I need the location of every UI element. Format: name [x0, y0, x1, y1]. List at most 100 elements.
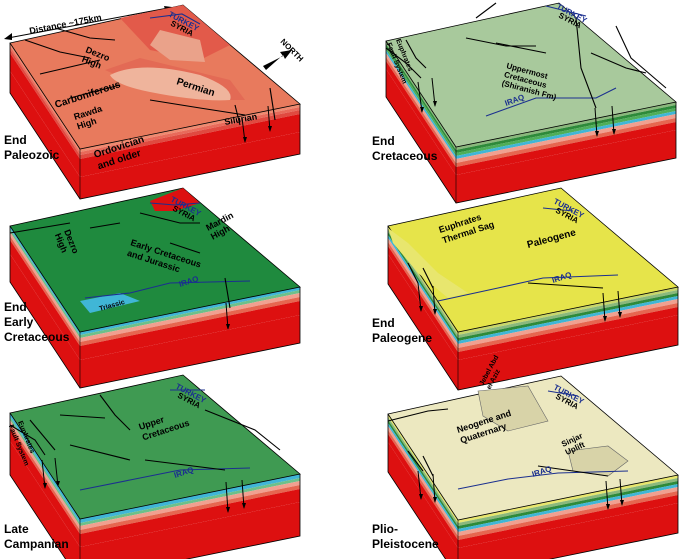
- strata-left-1: [386, 44, 456, 153]
- strata-right-3: [458, 484, 678, 532]
- fault-line-7: [615, 25, 667, 89]
- fault-line-2: [139, 212, 200, 224]
- block-outline: [387, 414, 679, 559]
- north-arrow: NORTH: [263, 37, 305, 70]
- strata-right-2: [80, 110, 300, 159]
- strata-right-2: [456, 108, 676, 156]
- side-fault-arrow-2: [226, 507, 230, 513]
- fault-line-4: [149, 99, 246, 116]
- border-line-1: [485, 87, 617, 117]
- top-surface: [9, 374, 301, 520]
- side-fault-arrow-3: [242, 503, 246, 509]
- fault-line-3: [169, 242, 201, 254]
- strata-right-1: [80, 290, 300, 338]
- fault-line-5: [575, 17, 597, 109]
- side-fault-arrow-0: [226, 324, 230, 330]
- fault-line-1: [54, 27, 116, 41]
- strata-left-1: [10, 229, 80, 338]
- strata-left-5: [388, 430, 458, 540]
- fault-line-0: [407, 262, 419, 284]
- top-patch-1: [567, 445, 629, 477]
- strata-left-5: [386, 57, 456, 167]
- side-fault-arrow-3: [620, 500, 624, 506]
- fault-line-2: [465, 37, 536, 47]
- top-patch-0: [120, 5, 230, 60]
- caption-end-paleogene: End Paleogene: [372, 316, 433, 345]
- strata-left-0: [10, 413, 80, 523]
- block-body-left: [386, 69, 456, 203]
- strata-left-0: [10, 43, 80, 152]
- strata-left-0: [388, 414, 458, 523]
- fault-line-5: [234, 104, 241, 126]
- strata-left-6: [386, 61, 456, 175]
- fault-line-0: [24, 39, 91, 59]
- strata-right-2: [80, 481, 300, 530]
- fault-line-1: [89, 222, 121, 229]
- strata-left-3: [10, 53, 80, 177]
- fault-line-1: [405, 39, 427, 69]
- strata-right-0: [458, 475, 678, 523]
- strata-right-0: [456, 102, 676, 150]
- fault-line-4: [495, 42, 547, 54]
- strata-right-4: [458, 299, 678, 348]
- strata-right-3: [458, 296, 678, 344]
- caption-plio-pleistocene: Plio- Pleistocene: [372, 522, 439, 551]
- strata-left-1: [388, 417, 458, 526]
- side-fault-arrow-1: [433, 497, 437, 503]
- strata-right-1: [80, 478, 300, 526]
- block-body-left: [388, 442, 458, 559]
- strata-left-3: [10, 424, 80, 534]
- strata-left-6: [388, 246, 458, 360]
- strata-left-3: [388, 423, 458, 532]
- fault-line-4: [224, 277, 231, 309]
- strata-right-5: [458, 303, 678, 352]
- strata-left-2: [10, 232, 80, 342]
- strata-right-3: [80, 297, 300, 346]
- block-body-right: [456, 130, 676, 203]
- strata-right-3: [80, 485, 300, 534]
- block-body-left: [388, 254, 458, 390]
- block-body-right: [80, 315, 300, 388]
- strata-left-0: [386, 41, 456, 150]
- strata-right-3: [80, 114, 300, 177]
- side-fault-arrow-1: [433, 309, 437, 315]
- block-body-left: [10, 254, 80, 388]
- strata-right-0: [80, 287, 300, 335]
- strata-right-1: [80, 107, 300, 155]
- strata-right-1: [456, 105, 676, 153]
- panel-end-paleozoic: TURKEYSYRIADezroHighPermianCarboniferous…: [9, 4, 301, 200]
- caption-end-cretaceous: End Cretaceous: [372, 134, 438, 163]
- strata-left-3: [388, 235, 458, 344]
- fault-line-0: [9, 424, 46, 456]
- side-fault-arrow-0: [420, 107, 424, 113]
- strata-left-4: [10, 240, 80, 360]
- fault-line-2: [39, 59, 101, 75]
- side-fault-arrow-2: [606, 504, 610, 510]
- strata-right-5: [458, 491, 678, 540]
- fault-line-3: [537, 465, 609, 477]
- fault-line-3: [69, 84, 121, 99]
- fault-line-2: [59, 414, 106, 419]
- strata-right-6: [458, 495, 678, 548]
- top-patch-1: [80, 293, 140, 313]
- strata-left-1: [10, 417, 80, 526]
- block-outline: [9, 413, 301, 559]
- side-fault-arrow-3: [612, 129, 616, 135]
- strata-right-0: [80, 104, 300, 152]
- block-body-right: [458, 315, 678, 390]
- block-body-right: [80, 502, 300, 559]
- side-fault-arrow-0: [419, 306, 423, 312]
- strata-right-2: [80, 293, 300, 342]
- caption-late-campanian: Late Campanian: [4, 522, 69, 551]
- top-patch-1: [150, 30, 205, 62]
- caption-end-paleozoic: End Paleozoic: [4, 133, 60, 162]
- strata-right-4: [456, 114, 676, 163]
- top-patch-3: [110, 67, 231, 101]
- fault-line-5: [144, 459, 226, 471]
- border-line-0: [545, 5, 587, 17]
- border-line-0: [149, 202, 201, 206]
